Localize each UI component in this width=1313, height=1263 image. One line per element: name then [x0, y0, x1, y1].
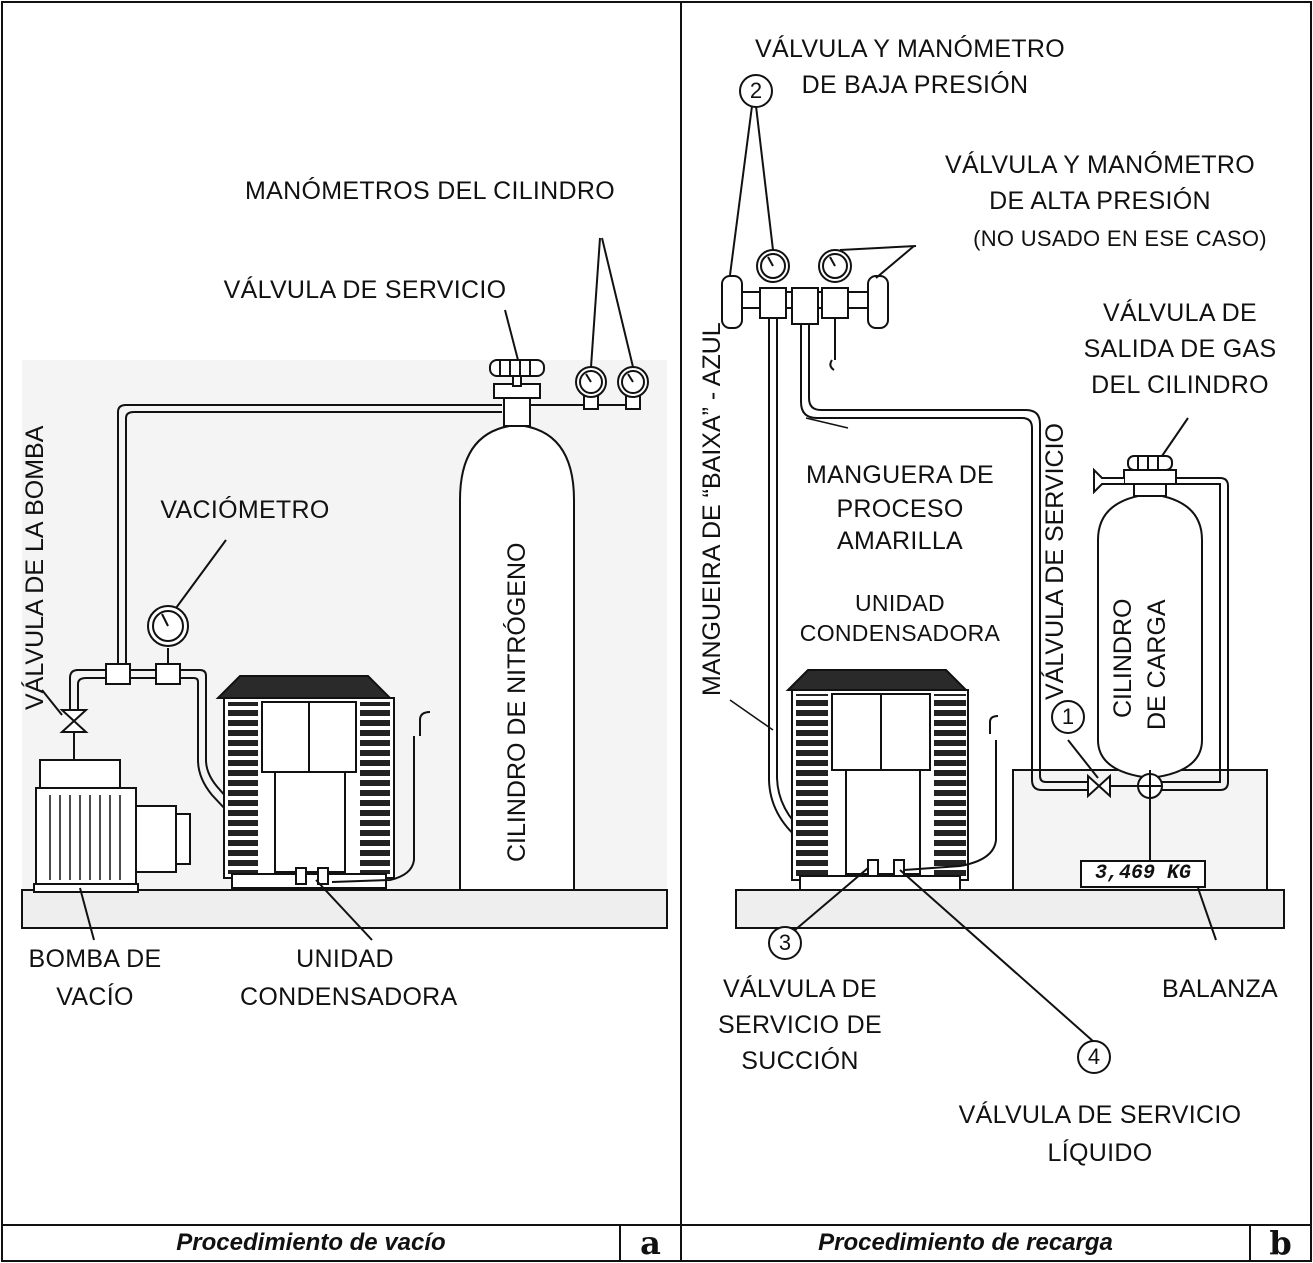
label-nitrogen-cylinder: CILINDRO DE NITRÓGENO — [503, 542, 531, 862]
label-pump-valve: VÁLVULA DE LA BOMBA — [21, 425, 49, 710]
label-service-valve-vertical: VÁLVULA DE SERVICIO — [1041, 423, 1069, 700]
label-low-pressure-line2: DE BAJA PRESIÓN — [801, 71, 1029, 99]
label-service-valve: VÁLVULA DE SERVICIO — [223, 276, 507, 304]
label-high-pressure-line1: VÁLVULA Y MANÓMETRO — [945, 151, 1255, 179]
label-high-pressure-line2: DE ALTA PRESIÓN — [989, 187, 1211, 215]
caption-recharge-procedure: Procedimiento de recarga — [818, 1229, 1113, 1256]
label-yellow-hose-line3: AMARILLA — [836, 527, 964, 555]
label-low-pressure-line1: VÁLVULA Y MANÓMETRO — [755, 35, 1065, 63]
marker-1: 1 — [1051, 700, 1085, 734]
label-condensing-unit-b-line2: CONDENSADORA — [799, 620, 1001, 646]
label-liquid-valve-line1: VÁLVULA DE SERVICIO — [958, 1101, 1242, 1129]
panel-letter-a: a — [640, 1224, 661, 1262]
label-gas-outlet-line2: SALIDA DE GAS — [1083, 335, 1277, 363]
label-cylinder-gauges: MANÓMETROS DEL CILINDRO — [245, 177, 615, 205]
label-vacuometer: VACIÓMETRO — [160, 496, 330, 524]
label-blue-hose: MANGUEIRA DE “BAIXA” - AZUL — [698, 322, 726, 696]
panel-a-drawing — [21, 237, 668, 941]
panel-b-drawing — [721, 105, 1285, 1043]
label-vacuum-pump-line1: BOMBA DE — [28, 945, 162, 973]
condensing-unit-a — [215, 675, 431, 889]
label-high-pressure-line3: (NO USADO EN ESE CASO) — [973, 226, 1267, 251]
label-suction-line2: SERVICIO DE — [718, 1011, 882, 1039]
label-condensing-unit-a-line2: CONDENSADORA — [240, 983, 458, 1011]
panel-letter-b: b — [1269, 1224, 1292, 1262]
label-suction-line3: SUCCIÓN — [741, 1047, 859, 1075]
label-gas-outlet-line1: VÁLVULA DE — [1102, 299, 1257, 327]
label-suction-line1: VÁLVULA DE — [722, 975, 877, 1003]
marker-2: 2 — [739, 74, 773, 108]
label-gas-outlet-line3: DEL CILINDRO — [1091, 371, 1269, 399]
label-vacuum-pump-line2: VACÍO — [56, 983, 134, 1011]
label-charging-cylinder-line2: DE CARGA — [1143, 599, 1171, 730]
condensing-unit-b — [785, 669, 999, 891]
label-charging-cylinder-line1: CILINDRO — [1109, 598, 1137, 718]
caption-vacuum-procedure: Procedimiento de vacío — [176, 1229, 446, 1256]
scale-display: 3,469 KG — [1080, 860, 1206, 888]
marker-4: 4 — [1077, 1040, 1111, 1074]
marker-3: 3 — [768, 926, 802, 960]
charging-cylinder — [1097, 492, 1203, 780]
label-yellow-hose-line2: PROCESO — [836, 495, 964, 523]
label-liquid-valve-line2: LÍQUIDO — [1047, 1139, 1153, 1167]
label-yellow-hose-line1: MANGUERA DE — [805, 461, 995, 489]
label-condensing-unit-a-line1: UNIDAD — [296, 945, 394, 973]
label-condensing-unit-b-line1: UNIDAD — [855, 590, 945, 616]
label-scale: BALANZA — [1161, 975, 1279, 1003]
